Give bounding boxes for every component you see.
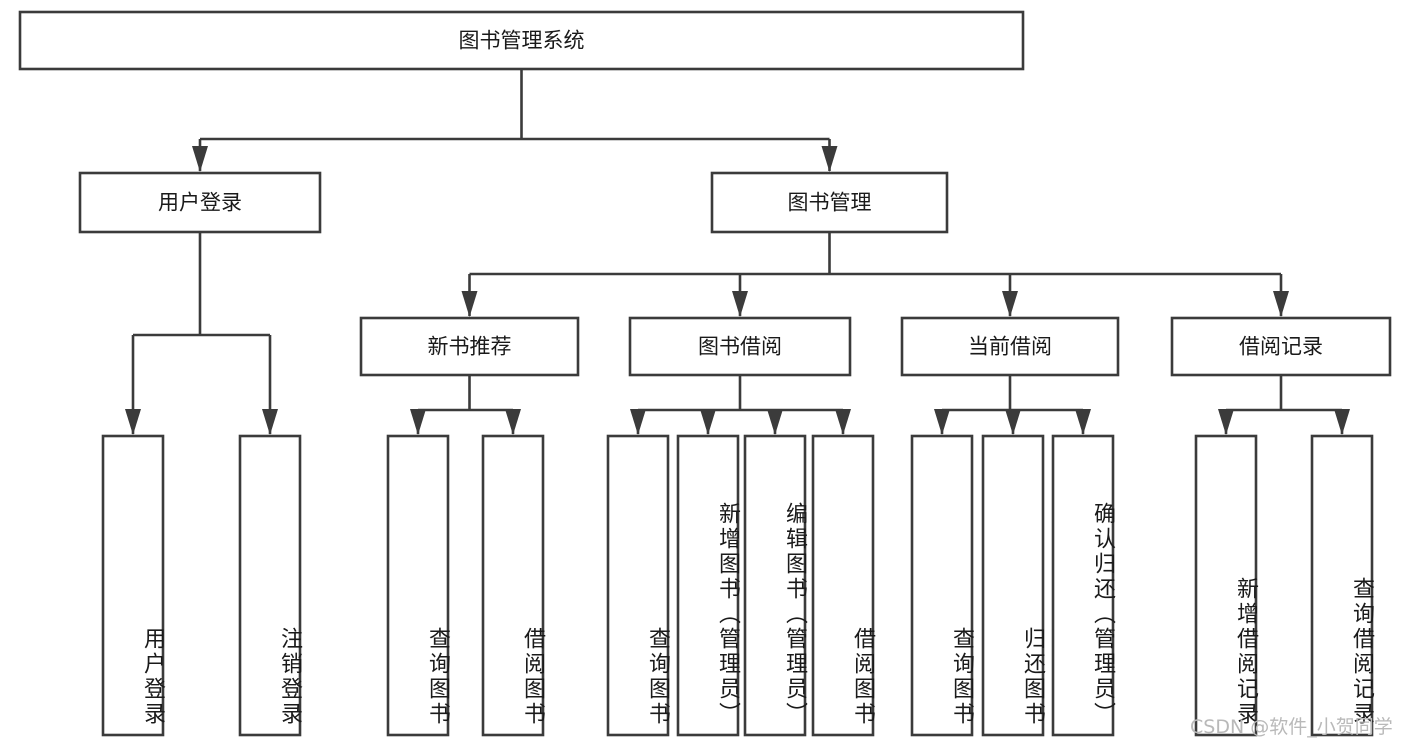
arrow-head-icon: [125, 409, 141, 435]
arrow-head-icon: [934, 409, 950, 435]
node-box-leaf-add-borrow-record[interactable]: [1194, 434, 1258, 737]
connector-lines: [125, 69, 1350, 435]
node-box-leaf-query-books-borrow[interactable]: [606, 434, 670, 737]
node-box-leaf-logout[interactable]: [238, 434, 302, 737]
arrow-head-icon: [1273, 291, 1289, 317]
node-box-leaf-query-books-current[interactable]: [910, 434, 974, 737]
arrow-head-icon: [767, 409, 783, 435]
arrow-head-icon: [1334, 409, 1350, 435]
arrow-head-icon: [1002, 291, 1018, 317]
node-box-leaf-confirm-return-admin[interactable]: [1051, 434, 1115, 737]
arrow-head-icon: [262, 409, 278, 435]
arrow-head-icon: [505, 409, 521, 435]
node-label-book-management: 图书管理: [788, 191, 872, 215]
node-box-leaf-user-login[interactable]: [101, 434, 165, 737]
arrow-head-icon: [1218, 409, 1234, 435]
arrow-head-icon: [630, 409, 646, 435]
node-boxes: [18, 10, 1392, 737]
node-box-leaf-query-borrow-record[interactable]: [1310, 434, 1374, 737]
arrow-head-icon: [410, 409, 426, 435]
watermark-text: CSDN @软件_小贺同学: [1190, 716, 1393, 738]
node-box-book-borrow[interactable]: [628, 316, 852, 377]
node-box-leaf-return-book[interactable]: [981, 434, 1045, 737]
node-box-leaf-query-books-rec[interactable]: [386, 434, 450, 737]
node-label-user-login: 用户登录: [158, 191, 242, 215]
node-label-current-borrow: 当前借阅: [968, 335, 1052, 359]
node-box-user-login[interactable]: [78, 171, 322, 234]
arrow-head-icon: [1005, 409, 1021, 435]
node-box-leaf-borrow-book[interactable]: [811, 434, 875, 737]
node-box-new-book-recommend[interactable]: [359, 316, 580, 377]
node-label-borrow-record: 借阅记录: [1239, 335, 1323, 359]
node-box-borrow-record[interactable]: [1170, 316, 1392, 377]
node-box-book-management[interactable]: [710, 171, 949, 234]
arrow-head-icon: [732, 291, 748, 317]
node-box-leaf-edit-book-admin[interactable]: [743, 434, 807, 737]
arrow-head-icon: [461, 291, 478, 317]
node-label-book-borrow: 图书借阅: [698, 335, 782, 359]
node-box-leaf-borrow-books-rec[interactable]: [481, 434, 545, 737]
arrow-head-icon: [192, 146, 208, 172]
node-box-root[interactable]: [18, 10, 1025, 71]
node-label-root: 图书管理系统: [459, 29, 585, 53]
node-box-leaf-add-book-admin[interactable]: [676, 434, 740, 737]
node-label-new-book-recommend: 新书推荐: [428, 335, 512, 359]
arrow-head-icon: [1075, 409, 1091, 435]
arrow-head-icon: [700, 409, 716, 435]
arrow-head-icon: [835, 409, 851, 435]
node-box-current-borrow[interactable]: [900, 316, 1120, 377]
arrow-head-icon: [821, 146, 838, 172]
